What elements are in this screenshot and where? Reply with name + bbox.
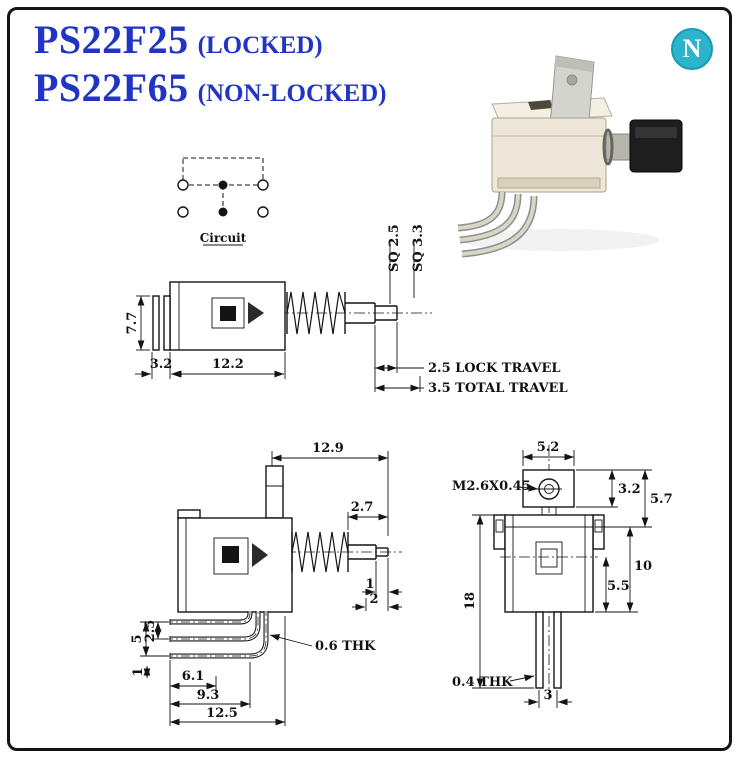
photo-pin-highlight — [459, 193, 520, 242]
angle-spring — [291, 531, 349, 573]
terminal-common — [218, 207, 228, 217]
product-photo — [457, 55, 683, 258]
dim-12-9: 12.9 — [312, 441, 344, 456]
part-number-locked: PS22F25 — [34, 17, 189, 62]
bracket-hole — [566, 74, 578, 86]
product-title-line2: PS22F65 (NON-LOCKED) — [34, 64, 387, 112]
dim-0-6-thk: 0.6 THK — [315, 639, 376, 654]
terminal-open — [177, 206, 189, 218]
side-pin — [152, 295, 160, 351]
switch-top-slot — [528, 100, 553, 110]
body-base — [497, 177, 601, 189]
part-variant-locked: (LOCKED) — [197, 32, 323, 59]
side-window — [211, 297, 245, 329]
dim-thread: M2.6X0.45 — [452, 479, 531, 494]
front-pin-right — [553, 611, 562, 689]
page-border — [7, 7, 732, 751]
angle-bracket — [265, 465, 284, 519]
washer — [602, 128, 614, 166]
dim-total-travel: 3.5 TOTAL TRAVEL — [428, 381, 568, 396]
dim-3-pin-pitch: 3 — [543, 688, 552, 703]
dim-sq-2-5: SQ 2.5 — [387, 224, 402, 272]
dim-18: 18 — [463, 592, 478, 610]
dim-0-4-thk: 0.4 THK — [452, 675, 513, 690]
dim-9-3: 9.3 — [197, 688, 220, 703]
bracket-edge — [554, 56, 594, 72]
dim-2-tip: 2 — [369, 592, 378, 607]
front-view-drawing: 5.2 M2.6X0.45 3.2 — [452, 440, 673, 708]
terminal-open — [257, 179, 269, 191]
side-pin — [163, 295, 171, 351]
dim-5-2: 5.2 — [537, 440, 560, 455]
dim-10: 10 — [634, 559, 652, 574]
dim-3-2-bushing: 3.2 — [618, 482, 641, 497]
angle-body-notch — [177, 509, 201, 519]
dim-12-5: 12.5 — [206, 706, 238, 721]
brand-logo: N — [671, 28, 713, 70]
dim-lock-travel: 2.5 LOCK TRAVEL — [428, 361, 561, 376]
side-contact-slug — [220, 306, 236, 321]
terminal-open — [177, 179, 189, 191]
dim-3-2: 3.2 — [150, 357, 173, 372]
dim-5-5: 5.5 — [607, 579, 630, 594]
circuit-diagram: Circuit — [177, 157, 269, 246]
dim-12-2: 12.2 — [212, 357, 244, 372]
angle-pin-2 — [170, 611, 261, 642]
front-body-outline — [504, 514, 594, 613]
dim-6-1: 6.1 — [182, 669, 205, 684]
photo-pin-highlight — [461, 195, 536, 256]
terminal-common — [218, 180, 228, 190]
dim-sq-3-3: SQ 3.3 — [411, 224, 426, 272]
bushing — [605, 133, 631, 161]
side-cam-arrow — [248, 302, 264, 324]
photo-pin-highlight — [457, 191, 504, 230]
dim-1-tip: 1 — [365, 577, 374, 592]
front-window — [535, 541, 563, 575]
page-title: PS22F25 (LOCKED) PS22F65 (NON-LOCKED) — [34, 16, 387, 112]
side-view-drawing: SQ 2.5 SQ 3.3 7.7 3.2 12.2 2.5 LOCK TRAV… — [125, 224, 568, 396]
side-spring — [286, 291, 346, 335]
dim-2-5-pin-pitch: 2.5 — [143, 620, 158, 643]
angle-cam-arrow — [252, 543, 268, 567]
knob-facet — [635, 127, 677, 138]
dim-2-7: 2.7 — [351, 500, 374, 515]
right-angle-view-drawing: 12.9 2.7 — [130, 441, 402, 726]
dim-1-pin-end: 1 — [131, 667, 146, 676]
product-title-line1: PS22F25 (LOCKED) — [34, 16, 387, 64]
brand-letter: N — [682, 34, 702, 63]
dim-7-7: 7.7 — [125, 312, 140, 335]
terminal-open — [257, 206, 269, 218]
angle-body-outline — [177, 517, 293, 613]
dim-5-pin-span: 5 — [130, 634, 145, 643]
circuit-label: Circuit — [200, 231, 247, 245]
front-pin-left — [535, 611, 544, 689]
part-number-nonlocked: PS22F65 — [34, 65, 189, 110]
angle-window — [213, 537, 249, 575]
dim-5-7: 5.7 — [650, 492, 673, 507]
part-variant-nonlocked: (NON-LOCKED) — [197, 80, 387, 107]
angle-contact-slug — [222, 546, 239, 563]
